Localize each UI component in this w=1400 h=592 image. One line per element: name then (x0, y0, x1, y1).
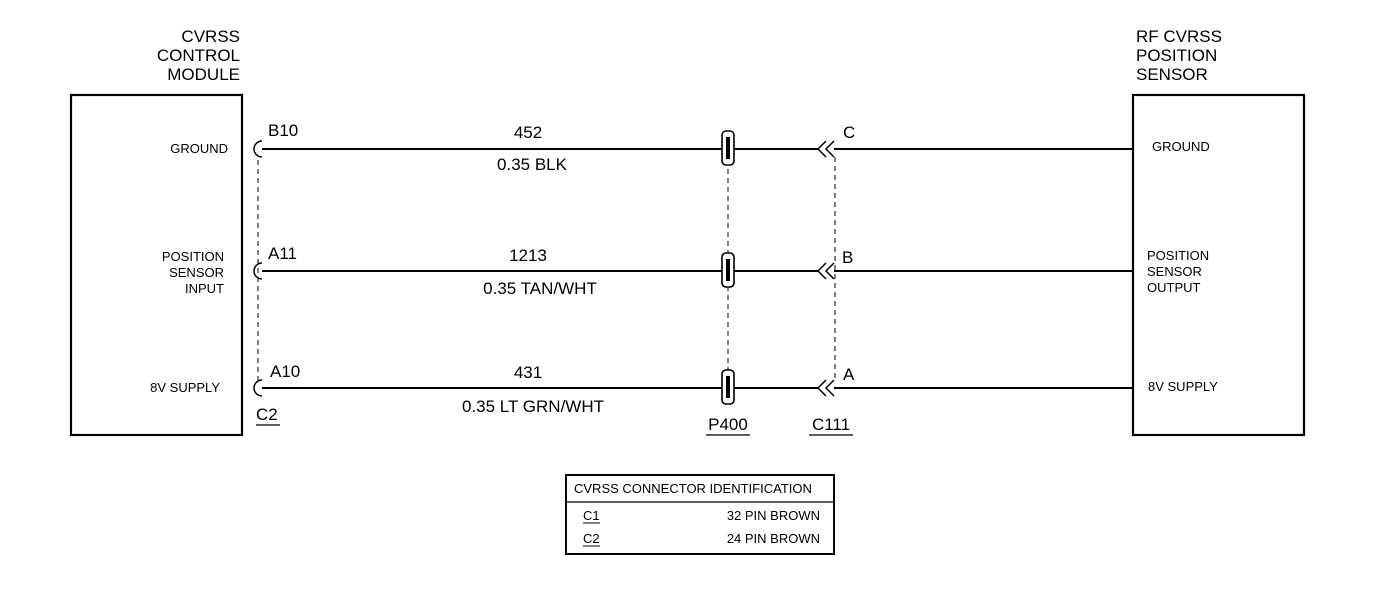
left-position-label-2: SENSOR (169, 265, 224, 280)
right-position-label-1: POSITION (1147, 248, 1209, 263)
right-position-label-3: OUTPUT (1147, 280, 1201, 295)
right-ground-label: GROUND (1152, 139, 1210, 154)
left-position-label-1: POSITION (162, 249, 224, 264)
circuit-431: 431 (514, 363, 542, 382)
wire-position: A11 1213 0.35 TAN/WHT B (253, 244, 1133, 298)
pin-a11: A11 (268, 244, 297, 263)
right-position-label-2: SENSOR (1147, 264, 1202, 279)
connector-id-c2: C2 (256, 405, 280, 426)
left-ground-label: GROUND (170, 141, 228, 156)
c111-terminal-c (816, 140, 835, 158)
c111-terminal-a (816, 379, 835, 397)
connector-id-c111: C111 (809, 415, 853, 436)
connector-id-table: CVRSS CONNECTOR IDENTIFICATION C1 32 PIN… (565, 474, 835, 555)
c2-terminal-a10 (253, 379, 263, 397)
left-module-title-line-2: CONTROL (157, 46, 240, 65)
c111-terminal-b (816, 262, 835, 280)
c2-terminal-b10 (253, 140, 263, 158)
left-8v-label: 8V SUPPLY (150, 380, 220, 395)
circuit-1213: 1213 (509, 246, 547, 265)
connector-label-p400: P400 (708, 415, 748, 434)
right-module-title-line-2: POSITION (1136, 46, 1217, 65)
wire-ground: B10 452 0.35 BLK C (253, 121, 1133, 174)
left-module: CVRSS CONTROL MODULE GROUND POSITION SEN… (69, 27, 244, 437)
id-table-row-2-description: 24 PIN BROWN (727, 531, 820, 546)
right-8v-label: 8V SUPPLY (1148, 379, 1218, 394)
pin-b: B (842, 248, 853, 267)
id-table-row-2-connector: C2 (583, 531, 600, 546)
p400-splice-position (721, 252, 735, 288)
connector-label-c111: C111 (812, 415, 850, 434)
left-module-title-line-3: MODULE (167, 65, 240, 84)
id-table-header: CVRSS CONNECTOR IDENTIFICATION (574, 481, 812, 496)
pin-a10: A10 (270, 362, 300, 381)
wire-desc-ground: 0.35 BLK (497, 155, 568, 174)
pin-c: C (843, 123, 855, 142)
id-table-row-1-description: 32 PIN BROWN (727, 508, 820, 523)
p400-splice-ground (721, 130, 735, 166)
right-module-title-line-1: RF CVRSS (1136, 27, 1222, 46)
left-module-title-line-1: CVRSS (181, 27, 240, 46)
id-table-border (565, 474, 835, 555)
wire-desc-8v: 0.35 LT GRN/WHT (462, 397, 604, 416)
right-module: RF CVRSS POSITION SENSOR GROUND POSITION… (1131, 27, 1306, 437)
c2-terminal-a11 (253, 262, 263, 280)
p400-splice-8v (721, 369, 735, 405)
connector-label-c2: C2 (256, 405, 278, 424)
wire-desc-position: 0.35 TAN/WHT (483, 279, 597, 298)
pin-a: A (843, 365, 855, 384)
left-module-box (69, 93, 244, 437)
wire-8v-supply: A10 431 0.35 LT GRN/WHT A (253, 362, 1133, 416)
right-module-title-line-3: SENSOR (1136, 65, 1208, 84)
right-module-box (1131, 93, 1306, 437)
left-position-label-3: INPUT (185, 281, 224, 296)
id-table-row-1-connector: C1 (583, 508, 600, 523)
connector-id-p400: P400 (706, 415, 750, 436)
pin-b10: B10 (268, 121, 298, 140)
circuit-452: 452 (514, 123, 542, 142)
